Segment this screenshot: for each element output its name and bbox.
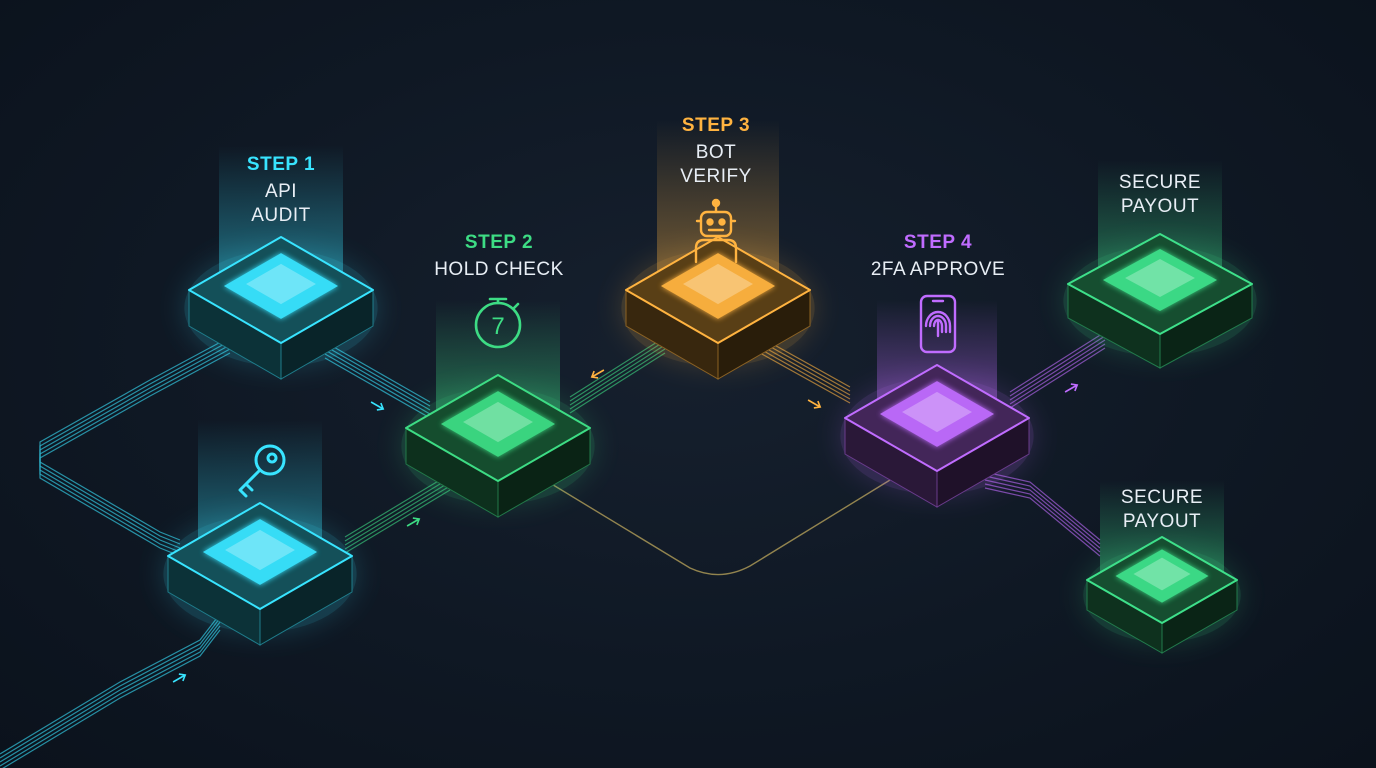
flow-arrow [1064,383,1079,393]
api-audit-title-line2: AUDIT [251,205,311,226]
flow-arrow [406,517,421,527]
wire-entry [0,613,221,768]
return-line [544,479,891,576]
secure-payout-1-title: SECURE [1118,172,1202,193]
wire-loop-left [39,336,231,557]
wire-step4-to-payout2 [984,471,1101,557]
connector-wires [0,331,1106,768]
bot-verify-title: BOT [695,142,737,163]
wire-step2-to-step3 [569,336,666,414]
platform-step3 [621,236,815,380]
stopwatch-digit: 7 [491,313,504,340]
platform-step1 [184,236,378,380]
step-1-label: STEP 1 [246,154,316,175]
wire-step4-to-payout1 [1009,331,1106,409]
platform-step4 [840,364,1034,508]
secure-payout-2-title-line2: PAYOUT [1122,511,1202,532]
fingerprint-phone-icon [919,294,957,354]
key-icon [238,444,286,498]
bot-verify-title-line2: VERIFY [680,166,752,187]
platform-key [163,502,357,646]
secure-payout-1-title-line2: PAYOUT [1120,196,1200,217]
platforms [163,233,1257,654]
robot-icon [694,198,738,264]
step-4-label: STEP 4 [903,232,973,253]
api-audit-title: API [264,181,298,202]
icons: 7 [238,198,957,498]
platform-payout1 [1063,233,1257,369]
secure-payout-2-title: SECURE [1120,487,1204,508]
flow-arrow [807,399,822,409]
flow-arrow [370,401,385,411]
step-3-label: STEP 3 [681,115,751,136]
stopwatch-icon: 7 [474,297,522,349]
flow-arrow [590,369,605,379]
platform-payout2 [1083,536,1241,654]
step-2-label: STEP 2 [464,232,534,253]
2fa-approve-title: 2FA APPROVE [870,259,1006,280]
platform-step2 [401,374,595,518]
hold-check-title: HOLD CHECK [434,259,564,280]
flow-arrow [172,673,187,683]
